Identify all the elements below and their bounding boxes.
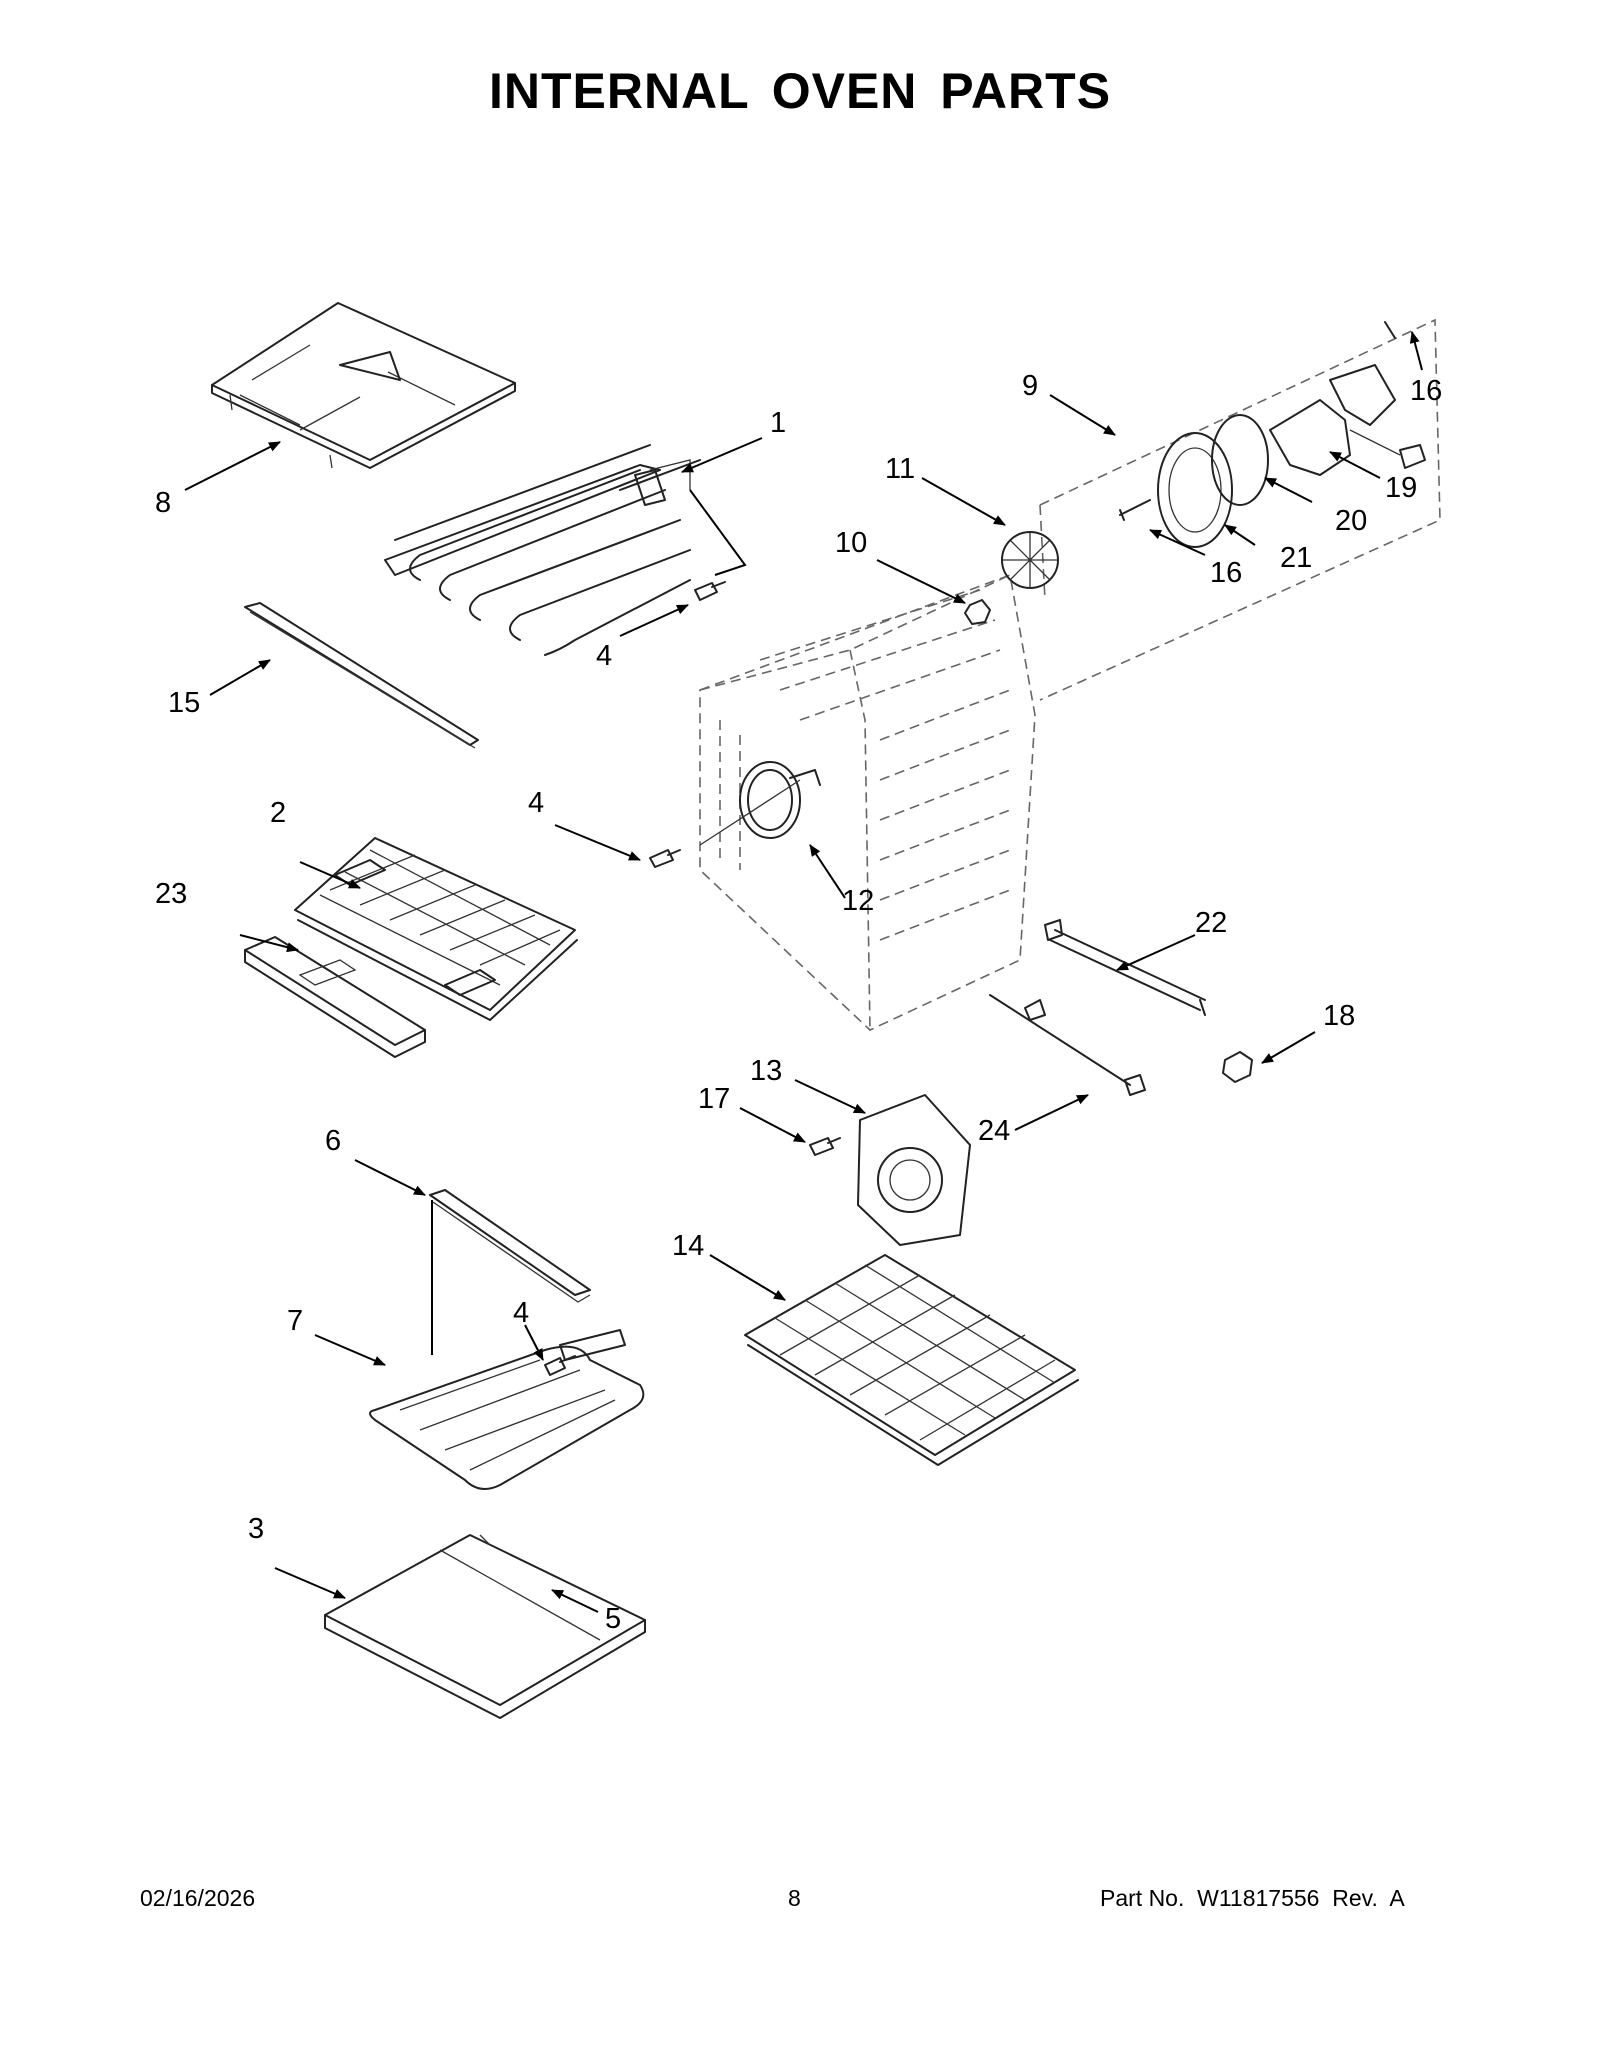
- fan-assembly-group: [964, 318, 1441, 701]
- callout-22: 22: [1195, 907, 1227, 939]
- footer-date: 02/16/2026: [140, 1885, 256, 1911]
- callout-21: 21: [1280, 542, 1312, 574]
- callout-1: 1: [770, 407, 786, 439]
- callout-7: 7: [287, 1305, 303, 1337]
- footer-page-number: 8: [788, 1885, 801, 1911]
- callout-24: 24: [978, 1115, 1010, 1147]
- callout-4-middle: 4: [528, 787, 544, 819]
- callout-13: 13: [750, 1055, 782, 1087]
- part-13-fan-cover: [857, 1094, 971, 1246]
- callout-17: 17: [698, 1083, 730, 1115]
- callout-leaders: [184, 331, 1423, 1613]
- part-1-broil-element: [384, 444, 747, 656]
- callout-5: 5: [605, 1603, 621, 1635]
- part-2-oven-rack: [294, 837, 578, 1021]
- callout-labels: 1 2 3 4 4 4 5 6 7 8 9 10 11 12 13 14 15 …: [155, 370, 1442, 1635]
- callout-4-lower: 4: [513, 1297, 529, 1329]
- callout-3: 3: [248, 1513, 264, 1545]
- callout-14: 14: [672, 1230, 704, 1262]
- page-title: INTERNAL OVEN PARTS: [488, 63, 1112, 119]
- part-15-rail: [244, 602, 479, 749]
- callout-2: 2: [270, 797, 286, 829]
- callout-9: 9: [1022, 370, 1038, 402]
- callout-15: 15: [168, 687, 200, 719]
- part-7-bake-element: [369, 1329, 645, 1490]
- callout-18: 18: [1323, 1000, 1355, 1032]
- callout-11: 11: [885, 453, 915, 485]
- part-24-probe: [989, 994, 1146, 1096]
- part-3-bottom-panel: [324, 1534, 646, 1719]
- callout-19: 19: [1385, 472, 1417, 504]
- callout-16-upper: 16: [1410, 375, 1442, 407]
- callout-8: 8: [155, 487, 171, 519]
- part-12-convection-element: [699, 761, 821, 846]
- part-14-oven-rack: [744, 1254, 1079, 1466]
- oven-cavity-outline: [699, 573, 1036, 1031]
- callout-16-lower: 16: [1210, 557, 1242, 589]
- callout-4-upper: 4: [596, 640, 612, 672]
- part-8-top-panel: [211, 302, 516, 469]
- part-17-screw: [809, 1137, 841, 1156]
- callout-6: 6: [325, 1125, 341, 1157]
- callout-12: 12: [842, 885, 874, 917]
- part-18-nut: [1222, 1051, 1253, 1083]
- part-23-tray: [244, 936, 426, 1058]
- callout-23: 23: [155, 878, 187, 910]
- callout-10: 10: [835, 527, 867, 559]
- callout-20: 20: [1335, 505, 1367, 537]
- part-6-bracket: [429, 1189, 591, 1355]
- footer-part-number: Part No. W11817556 Rev. A: [1100, 1885, 1405, 1911]
